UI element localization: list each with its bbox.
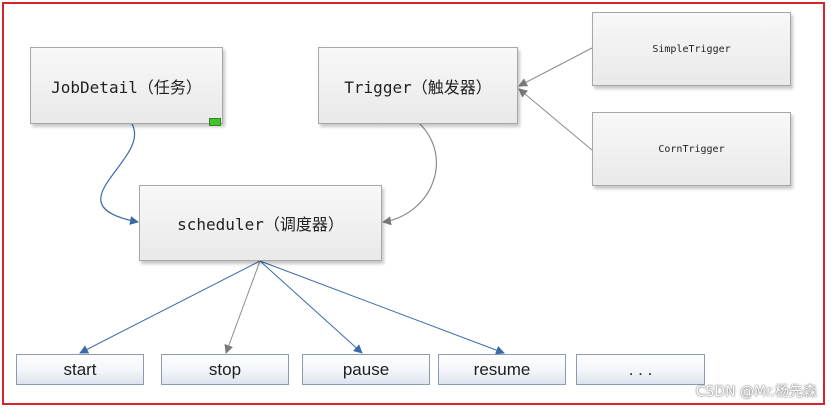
corntrigger-to-trigger-connector: [518, 88, 593, 151]
scheduler-to-stop-connector: [224, 260, 261, 354]
action-resume-label: resume: [473, 359, 531, 379]
action-more-box[interactable]: . . .: [576, 354, 705, 385]
jobdetail-to-scheduler-connector: [100, 123, 139, 225]
jobdetail-node[interactable]: JobDetail（任务）: [30, 47, 223, 124]
scheduler-to-start-connector: [79, 260, 261, 354]
trigger-label: Trigger（触发器）: [344, 77, 492, 97]
action-start-box[interactable]: start: [16, 354, 144, 385]
diagram-frame: [2, 2, 825, 405]
scheduler-to-pause-connector: [259, 260, 363, 354]
action-pause-label: pause: [342, 359, 390, 379]
trigger-node[interactable]: Trigger（触发器）: [318, 47, 518, 124]
action-stop-label: stop: [208, 359, 242, 379]
simpletrigger-node[interactable]: SimpleTrigger: [592, 12, 791, 86]
simpletrigger-label: SimpleTrigger: [652, 43, 731, 55]
scheduler-to-resume-connector: [259, 260, 505, 355]
action-resume-box[interactable]: resume: [438, 354, 566, 385]
action-more-label: . . .: [628, 359, 653, 379]
simpletrigger-to-trigger-connector: [518, 47, 593, 87]
scheduler-label: scheduler（调度器）: [177, 215, 344, 234]
scheduler-node[interactable]: scheduler（调度器）: [139, 185, 382, 261]
action-stop-box[interactable]: stop: [161, 354, 289, 385]
corntrigger-label: CornTrigger: [658, 143, 725, 155]
csdn-watermark: CSDN @Mr.杨先森: [695, 384, 817, 400]
action-start-label: start: [63, 359, 97, 379]
resize-handle-icon[interactable]: [209, 118, 221, 126]
corntrigger-node[interactable]: CornTrigger: [592, 112, 791, 186]
action-pause-box[interactable]: pause: [302, 354, 430, 385]
trigger-to-scheduler-connector: [382, 123, 437, 226]
jobdetail-label: JobDetail（任务）: [51, 77, 202, 97]
